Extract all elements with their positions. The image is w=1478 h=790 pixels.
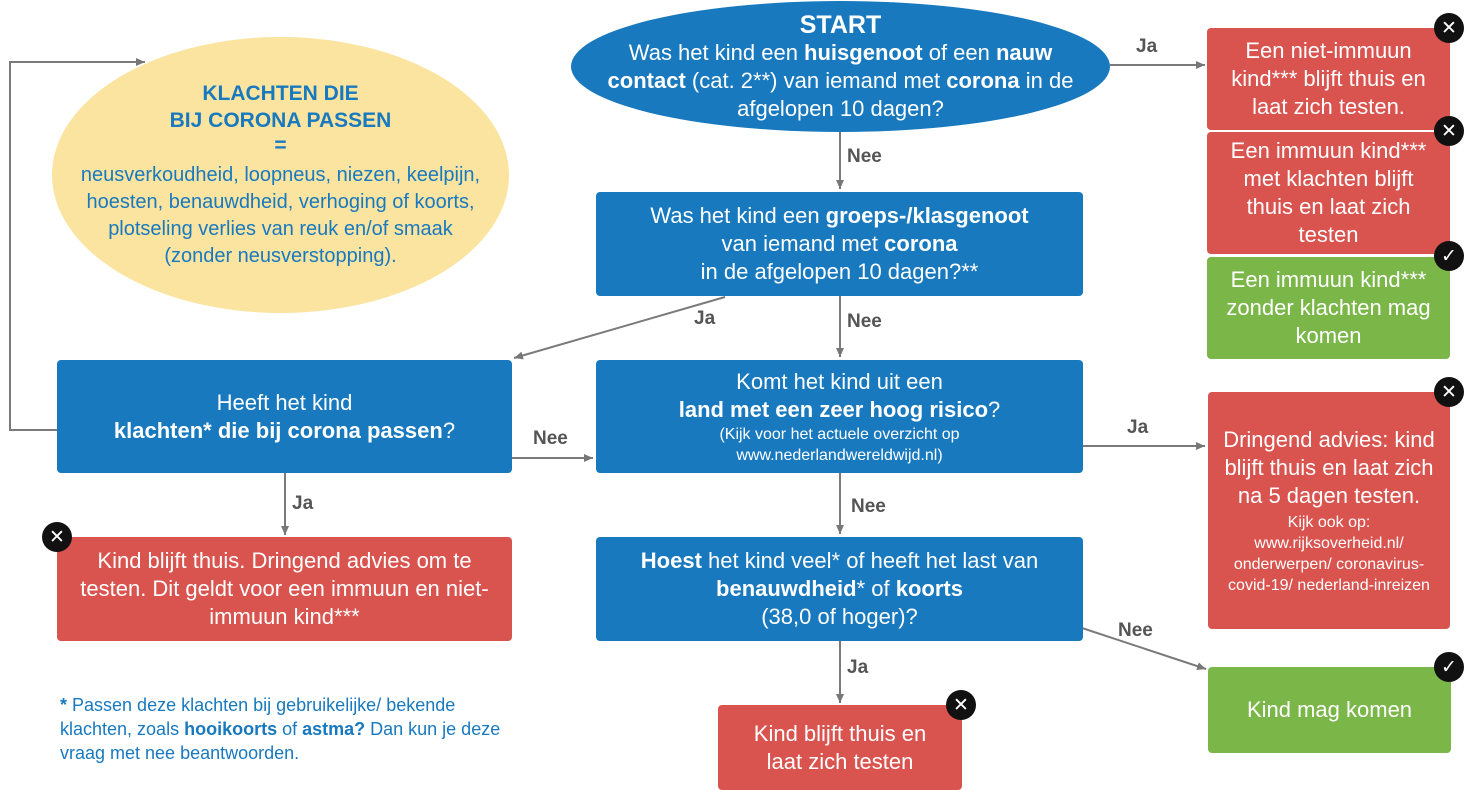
outcome-may-come: Kind mag komen [1208, 667, 1451, 753]
check-icon: ✓ [1434, 241, 1464, 271]
start-node: START Was het kind een huisgenoot of een… [571, 1, 1110, 132]
symptoms-definition: KLACHTEN DIE BIJ CORONA PASSEN = neusver… [52, 37, 509, 313]
outcome-immune-without-symptoms: Een immuun kind*** zonder klachten mag k… [1207, 257, 1450, 359]
arrow-cough-to-maycome [1081, 627, 1207, 670]
label-ja-start: Ja [1136, 36, 1158, 57]
outcome-stays-home-test: Kind blijft thuis en laat zich testen [718, 705, 962, 790]
symptoms-list: neusverkoudheid, loopneus, niezen, keelp… [80, 164, 481, 267]
check-icon: ✓ [1434, 652, 1464, 682]
label-ja-country: Ja [1127, 417, 1149, 438]
cross-icon: ✕ [1434, 377, 1464, 407]
question-cough-fever: Hoest het kind veel* of heeft het last v… [596, 537, 1083, 641]
symptoms-heading-1: KLACHTEN DIE [202, 82, 359, 105]
label-ja-group: Ja [694, 308, 716, 329]
outcome-nonimmune-stays-home: Een niet-immuun kind*** blijft thuis en … [1207, 28, 1450, 130]
label-ja-symptoms: Ja [292, 493, 314, 514]
footnote: * Passen deze klachten bij gebruikelijke… [60, 695, 501, 763]
outcome-immune-with-symptoms: Een immuun kind*** met klachten blijft t… [1207, 132, 1450, 254]
symptoms-equals: = [274, 134, 287, 157]
question-high-risk-country: Komt het kind uit een land met een zeer … [596, 360, 1083, 473]
cross-icon: ✕ [1434, 13, 1464, 43]
label-nee-group: Nee [847, 311, 882, 332]
label-nee-start: Nee [847, 146, 882, 167]
label-nee-symptoms: Nee [533, 428, 568, 449]
outcome-stays-home-advice: Kind blijft thuis. Dringend advies om te… [57, 537, 512, 641]
arrow-group-to-symptoms [513, 296, 726, 360]
cross-icon: ✕ [1434, 116, 1464, 146]
question-group-contact: Was het kind een groeps-/klasgenoot van … [596, 192, 1083, 296]
symptoms-heading-2: BIJ CORONA PASSEN [169, 109, 392, 132]
start-question: Was het kind een huisgenoot of een nauw … [607, 39, 1074, 121]
cross-icon: ✕ [42, 522, 72, 552]
label-nee-cough: Nee [1118, 620, 1153, 641]
label-ja-cough: Ja [847, 657, 869, 678]
start-heading: START [799, 10, 882, 39]
question-symptoms: Heeft het kind klachten* die bij corona … [57, 360, 512, 473]
cross-icon: ✕ [946, 690, 976, 720]
label-nee-country: Nee [851, 496, 886, 517]
outcome-urgent-advice: Dringend advies: kind blijft thuis en la… [1208, 392, 1450, 629]
arrow-symptoms-to-definition [9, 58, 145, 431]
